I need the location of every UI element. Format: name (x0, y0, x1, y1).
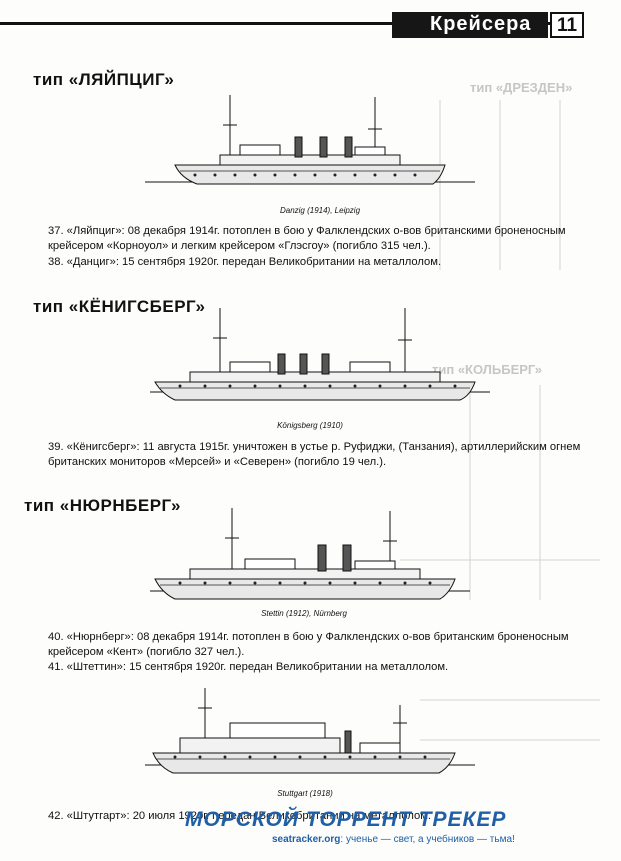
header-rule (0, 22, 582, 25)
footer-watermark-brand: МОРСКОЙ ТОРРЕНТ ТРЕКЕР (185, 808, 507, 831)
bleed-through-heading: тип «ДРЕЗДЕН» (470, 80, 573, 95)
paragraph: 42. «Штутгарт»: 20 июля 1920г. передан В… (48, 810, 431, 822)
ship-profile-nuernberg (150, 508, 470, 600)
section-type-title: тип «НЮРНБЕРГ» (24, 496, 181, 515)
page-number: 11 (550, 12, 584, 38)
ship-caption: Stuttgart (1918) (277, 789, 333, 798)
header-band (392, 12, 548, 38)
bleed-through-heading: тип «КОЛЬБЕРГ» (432, 362, 543, 377)
paragraph: 39. «Кёнигсберг»: 11 августа 1915г. унич… (48, 441, 581, 468)
header-title: Крейсера (430, 13, 532, 35)
ship-profile-leipzig (145, 95, 475, 185)
ship-profile-stuttgart (145, 688, 475, 774)
section-type-title: тип «ЛЯЙПЦИГ» (33, 70, 175, 89)
paragraph: 41. «Штеттин»: 15 сентября 1920г. переда… (48, 661, 449, 673)
paragraph: 38. «Данциг»: 15 сентября 1920г. передан… (48, 256, 442, 268)
ship-profile-koenigsberg (150, 308, 490, 401)
section-type-title: тип «КЁНИГСБЕРГ» (33, 297, 206, 316)
ship-caption: Stettin (1912), Nürnberg (261, 609, 347, 618)
paragraph: 40. «Нюрнберг»: 08 декабря 1914г. потопл… (48, 631, 569, 658)
footer-url-text[interactable]: seatracker.org (272, 834, 341, 845)
paragraph: 37. «Ляйпциг»: 08 декабря 1914г. потопле… (48, 225, 566, 252)
ship-caption: Königsberg (1910) (277, 421, 343, 430)
footer-watermark-url: seatracker.org: ученье — свет, а учебник… (272, 834, 515, 845)
footer-slogan: : ученье — свет, а учебников — тьма! (340, 834, 515, 845)
ship-caption: Danzig (1914), Leipzig (279, 206, 361, 215)
